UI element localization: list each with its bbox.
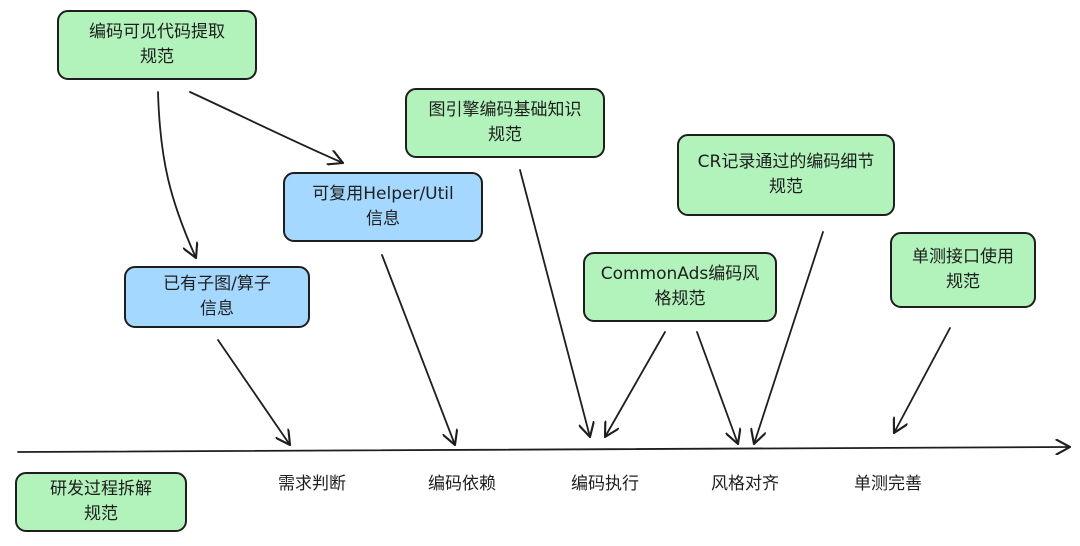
arrow-reusable-to-dependency	[381, 254, 455, 445]
arrow-commonads-to-style	[696, 331, 738, 444]
stage-label-dependency: 编码依赖	[428, 474, 496, 494]
stage-label-requirement: 需求判断	[278, 474, 346, 494]
box-visible-code-extract: 编码可见代码提取规范	[57, 10, 257, 80]
stage-label-execution: 编码执行	[571, 474, 639, 494]
box-graph-engine-basics: 图引擎编码基础知识规范	[405, 88, 605, 158]
arrow-graph-engine-to-execution	[519, 169, 590, 437]
arrow-existing-to-requirement	[217, 339, 290, 445]
stage-label-style: 风格对齐	[711, 474, 779, 494]
box-cr-coding-details: CR记录通过的编码细节规范	[677, 134, 895, 216]
arrow-unit-test-to-unittest	[894, 327, 951, 433]
box-existing-subgraph-operator: 已有子图/算子信息	[124, 266, 310, 328]
arrow-extract-to-existing	[157, 91, 196, 258]
arrow-cr-to-style	[754, 231, 824, 444]
box-dev-process-breakdown: 研发过程拆解规范	[15, 472, 187, 532]
arrow-commonads-to-execution	[605, 331, 666, 437]
box-unit-test-interface: 单测接口使用规范	[890, 232, 1036, 308]
box-commonads-style: CommonAds编码风格规范	[583, 252, 777, 322]
arrow-extract-to-reusable	[189, 91, 343, 163]
stage-label-unit-test: 单测完善	[854, 474, 922, 494]
timeline-axis	[17, 447, 1070, 452]
